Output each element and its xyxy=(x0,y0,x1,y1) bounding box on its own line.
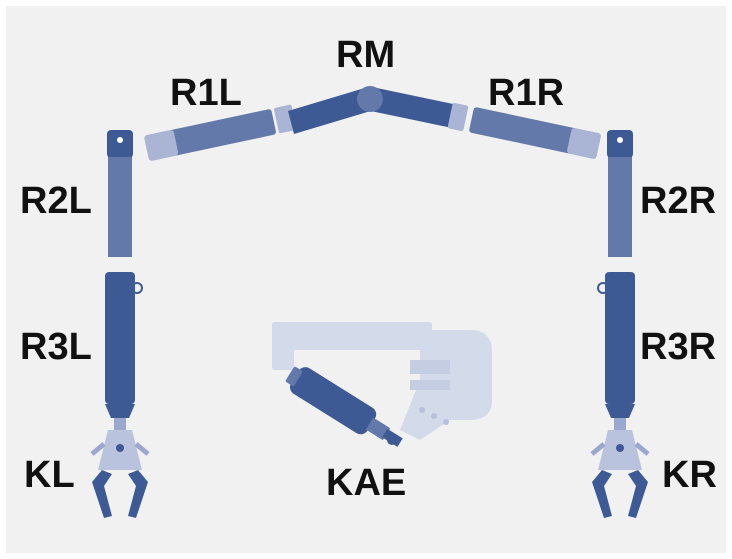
label-kae: KAE xyxy=(326,462,407,504)
label-r3l: R3L xyxy=(20,326,92,368)
label-r2l: R2L xyxy=(20,180,92,222)
gripper-kr xyxy=(590,418,650,518)
label-r1r: R1R xyxy=(488,72,565,114)
link-r3l xyxy=(105,272,143,418)
link-r1r xyxy=(469,107,601,159)
link-r1l xyxy=(144,109,276,161)
link-r2l xyxy=(107,130,133,257)
link-rm xyxy=(288,86,458,134)
gripper-kl xyxy=(90,418,150,518)
link-r2r xyxy=(607,130,633,257)
end-effector-kae xyxy=(272,322,492,447)
link-r3r xyxy=(597,272,635,418)
label-rm: RM xyxy=(336,34,396,76)
label-r3r: R3R xyxy=(640,326,717,368)
label-kl: KL xyxy=(24,454,75,496)
label-kr: KR xyxy=(662,454,717,496)
label-r2r: R2R xyxy=(640,180,717,222)
joint-rm-r1r xyxy=(447,102,469,132)
rm-hub-joint xyxy=(357,86,383,112)
label-r1l: R1L xyxy=(170,72,242,114)
